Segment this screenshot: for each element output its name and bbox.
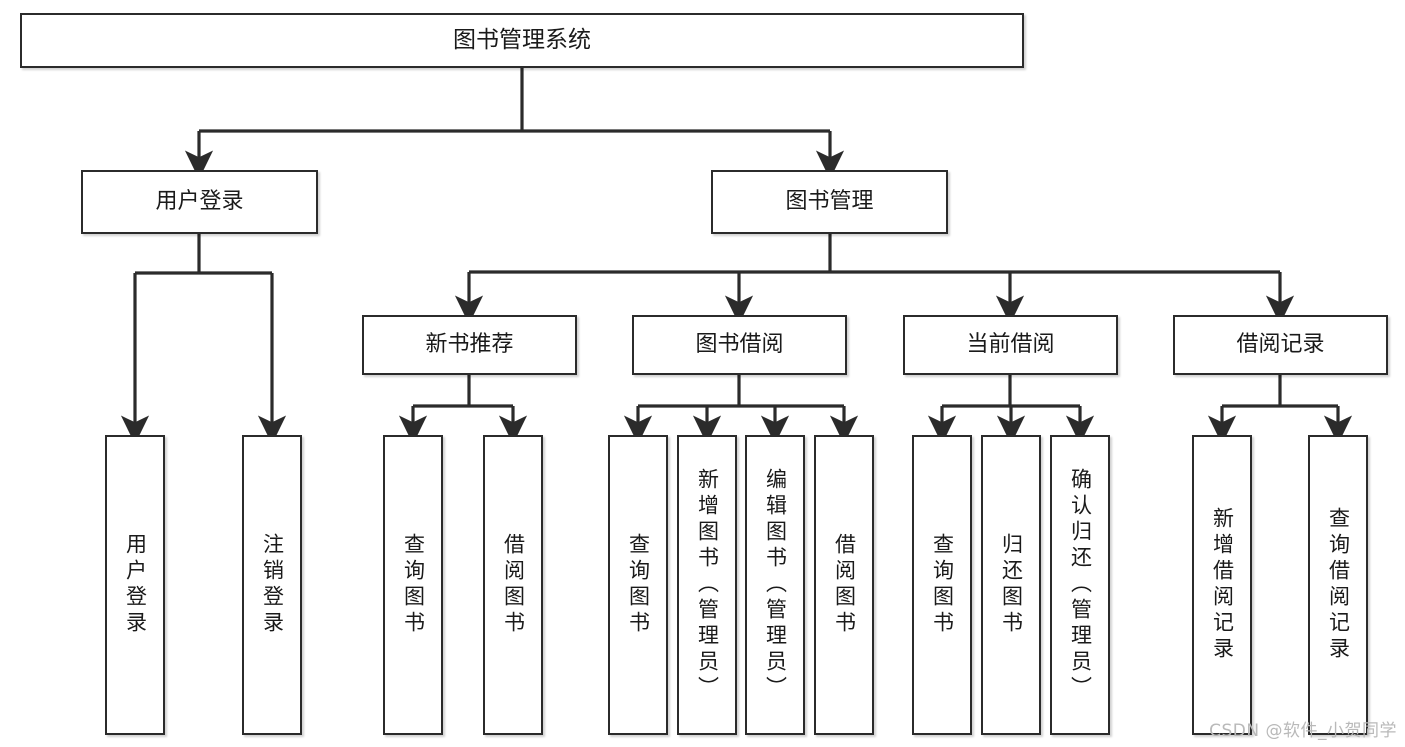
node-borrow-record[interactable]: 借阅记录 xyxy=(1173,315,1388,375)
node-leaf-borrow-book[interactable]: 借阅图书 xyxy=(814,435,874,735)
node-label: 查询图书 xyxy=(930,533,955,637)
node-leaf-edit-book-admin[interactable]: 编辑图书（管理员） xyxy=(745,435,805,735)
node-leaf-query-book-borrow[interactable]: 查询图书 xyxy=(608,435,668,735)
node-label: 图书管理系统 xyxy=(453,27,591,54)
node-leaf-confirm-return-admin[interactable]: 确认归还（管理员） xyxy=(1050,435,1110,735)
node-label: 查询图书 xyxy=(401,533,426,637)
node-label: 用户登录 xyxy=(123,533,148,637)
node-leaf-query-book-current[interactable]: 查询图书 xyxy=(912,435,972,735)
node-leaf-query-borrow-record[interactable]: 查询借阅记录 xyxy=(1308,435,1368,735)
node-leaf-borrow-book-recommend[interactable]: 借阅图书 xyxy=(483,435,543,735)
node-label: 用户登录 xyxy=(155,189,244,215)
node-leaf-query-book-recommend[interactable]: 查询图书 xyxy=(383,435,443,735)
node-label: 新书推荐 xyxy=(425,332,514,358)
node-leaf-user-login[interactable]: 用户登录 xyxy=(105,435,165,735)
node-label: 新增图书（管理员） xyxy=(695,468,720,702)
node-label: 注销登录 xyxy=(260,533,285,637)
node-book-management-system[interactable]: 图书管理系统 xyxy=(20,13,1024,68)
node-label: 确认归还（管理员） xyxy=(1068,468,1093,702)
node-label: 借阅图书 xyxy=(832,533,857,637)
node-label: 归还图书 xyxy=(999,533,1024,637)
node-leaf-add-borrow-record[interactable]: 新增借阅记录 xyxy=(1192,435,1252,735)
node-label: 借阅图书 xyxy=(501,533,526,637)
node-label: 编辑图书（管理员） xyxy=(763,468,788,702)
node-label: 图书管理 xyxy=(785,189,874,215)
node-user-login[interactable]: 用户登录 xyxy=(81,170,318,234)
node-leaf-add-book-admin[interactable]: 新增图书（管理员） xyxy=(677,435,737,735)
node-label: 查询借阅记录 xyxy=(1326,507,1351,663)
node-label: 图书借阅 xyxy=(695,332,784,358)
node-leaf-return-book[interactable]: 归还图书 xyxy=(981,435,1041,735)
node-label: 借阅记录 xyxy=(1236,332,1325,358)
node-current-borrow[interactable]: 当前借阅 xyxy=(903,315,1118,375)
node-label: 当前借阅 xyxy=(966,332,1055,358)
node-label: 查询图书 xyxy=(626,533,651,637)
node-book-borrow[interactable]: 图书借阅 xyxy=(632,315,847,375)
node-label: 新增借阅记录 xyxy=(1210,507,1235,663)
node-new-book-recommend[interactable]: 新书推荐 xyxy=(362,315,577,375)
node-leaf-logout[interactable]: 注销登录 xyxy=(242,435,302,735)
node-book-management[interactable]: 图书管理 xyxy=(711,170,948,234)
